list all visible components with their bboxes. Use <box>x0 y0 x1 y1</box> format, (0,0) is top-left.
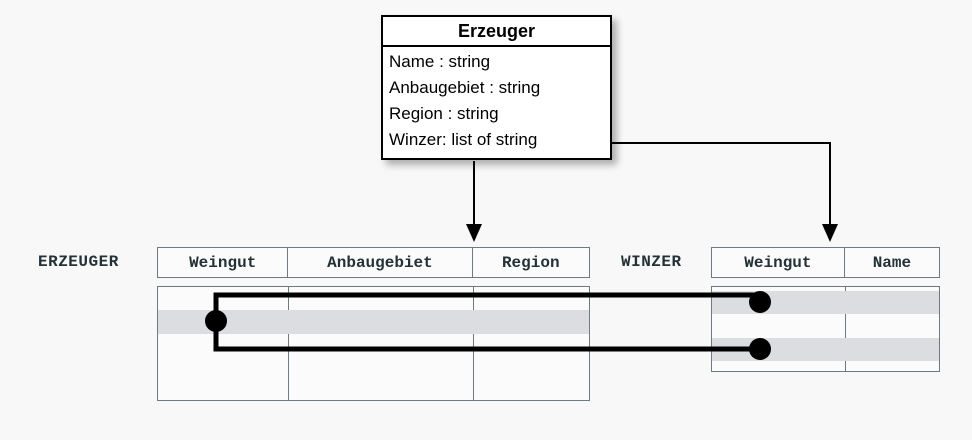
uml-attribute-region: Region : string <box>389 104 499 123</box>
uml-class-title: Erzeuger <box>383 17 610 47</box>
erzeuger-table-body <box>157 286 590 401</box>
erzeuger-header-cell-anbaugebiet: Anbaugebiet <box>288 248 473 277</box>
winzer-row-highlight-3 <box>712 338 939 361</box>
uml-class-box-erzeuger: Erzeuger Name : string Anbaugebiet : str… <box>381 15 612 160</box>
uml-attribute-anbaugebiet: Anbaugebiet : string <box>389 78 541 97</box>
erzeuger-header-cell-region: Region <box>501 253 560 272</box>
erzeuger-header-cell-weingut: Weingut <box>158 248 289 277</box>
uml-attribute-winzer: Winzer: list of string <box>389 130 538 149</box>
uml-attribute-list: Name : string Anbaugebiet : string Regio… <box>383 47 610 153</box>
winzer-mapping-arrow <box>608 142 838 242</box>
winzer-header-cell-name: Name <box>872 253 912 272</box>
winzer-body-column-divider-1 <box>845 287 846 371</box>
winzer-header-cell-weingut: Weingut <box>712 248 845 277</box>
winzer-row-highlight-1 <box>712 291 939 314</box>
table-label-winzer: WINZER <box>621 253 682 271</box>
uml-attribute-name: Name : string <box>389 52 491 71</box>
winzer-header-row: Weingut Name <box>711 247 940 278</box>
erzeuger-body-column-divider-2 <box>473 287 474 400</box>
erzeuger-row-highlight-2 <box>158 310 589 334</box>
erzeuger-header-row: Weingut Anbaugebiet Region <box>157 247 590 278</box>
erzeuger-body-column-divider-1 <box>288 287 289 400</box>
table-label-erzeuger: ERZEUGER <box>38 253 119 271</box>
